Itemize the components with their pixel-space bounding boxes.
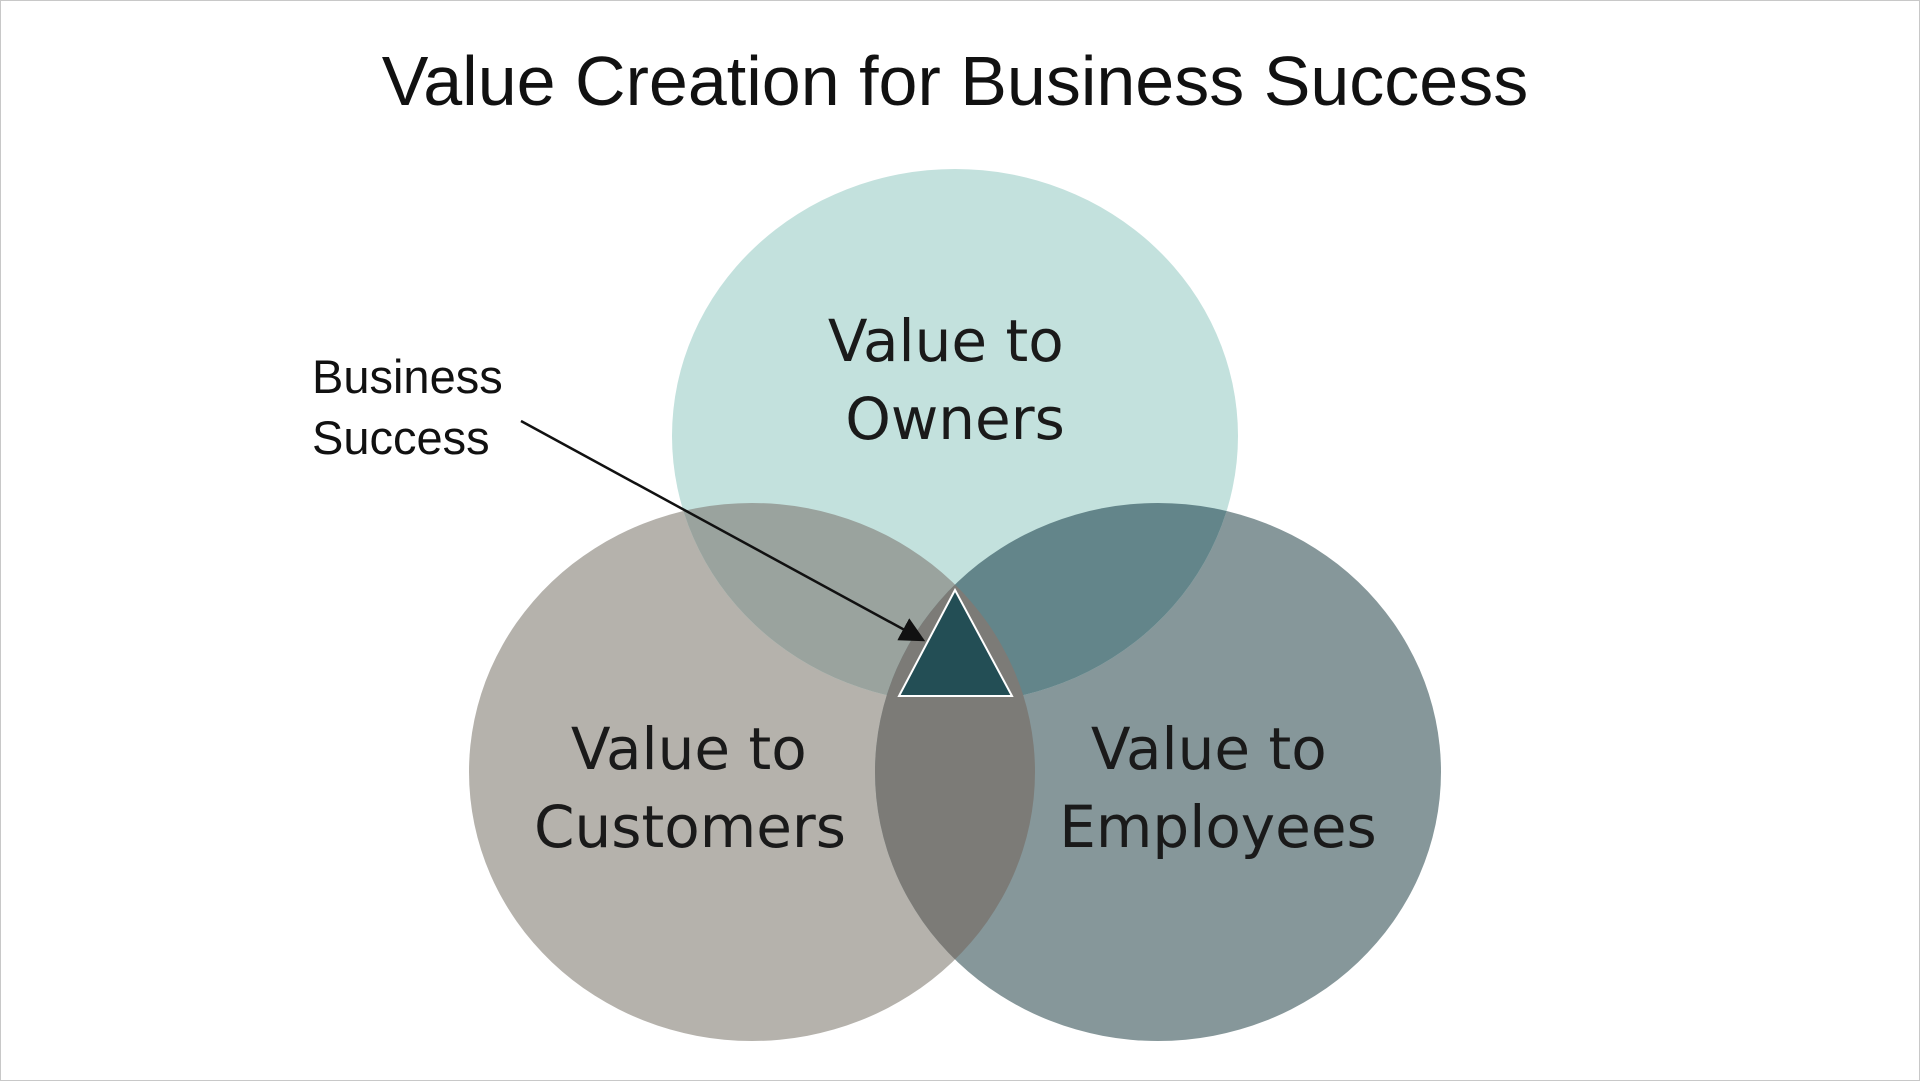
customers-label-line2: Customers: [534, 793, 846, 861]
customers-label: Value to Customers: [534, 715, 846, 861]
callout-arrow: [520, 419, 926, 642]
owners-label-line1: Value to: [828, 307, 1064, 375]
slide-title: Value Creation for Business Success: [382, 42, 1529, 120]
business-success-label: Business Success: [312, 350, 516, 464]
employees-label-line2: Employees: [1059, 793, 1376, 861]
owners-employees-overlap: [875, 503, 1238, 703]
business-success-triangle: [897, 587, 1014, 697]
owners-label-line2: Owners: [845, 385, 1065, 453]
business-success-line1: Business: [312, 350, 503, 403]
employees-label-line1: Value to: [1091, 715, 1327, 783]
customers-label-line1: Value to: [571, 715, 807, 783]
employees-label: Value to Employees: [1059, 715, 1376, 861]
owners-customers-overlap: [672, 503, 1035, 703]
business-success-line2: Success: [312, 411, 490, 464]
owners-label: Value to Owners: [828, 307, 1082, 453]
